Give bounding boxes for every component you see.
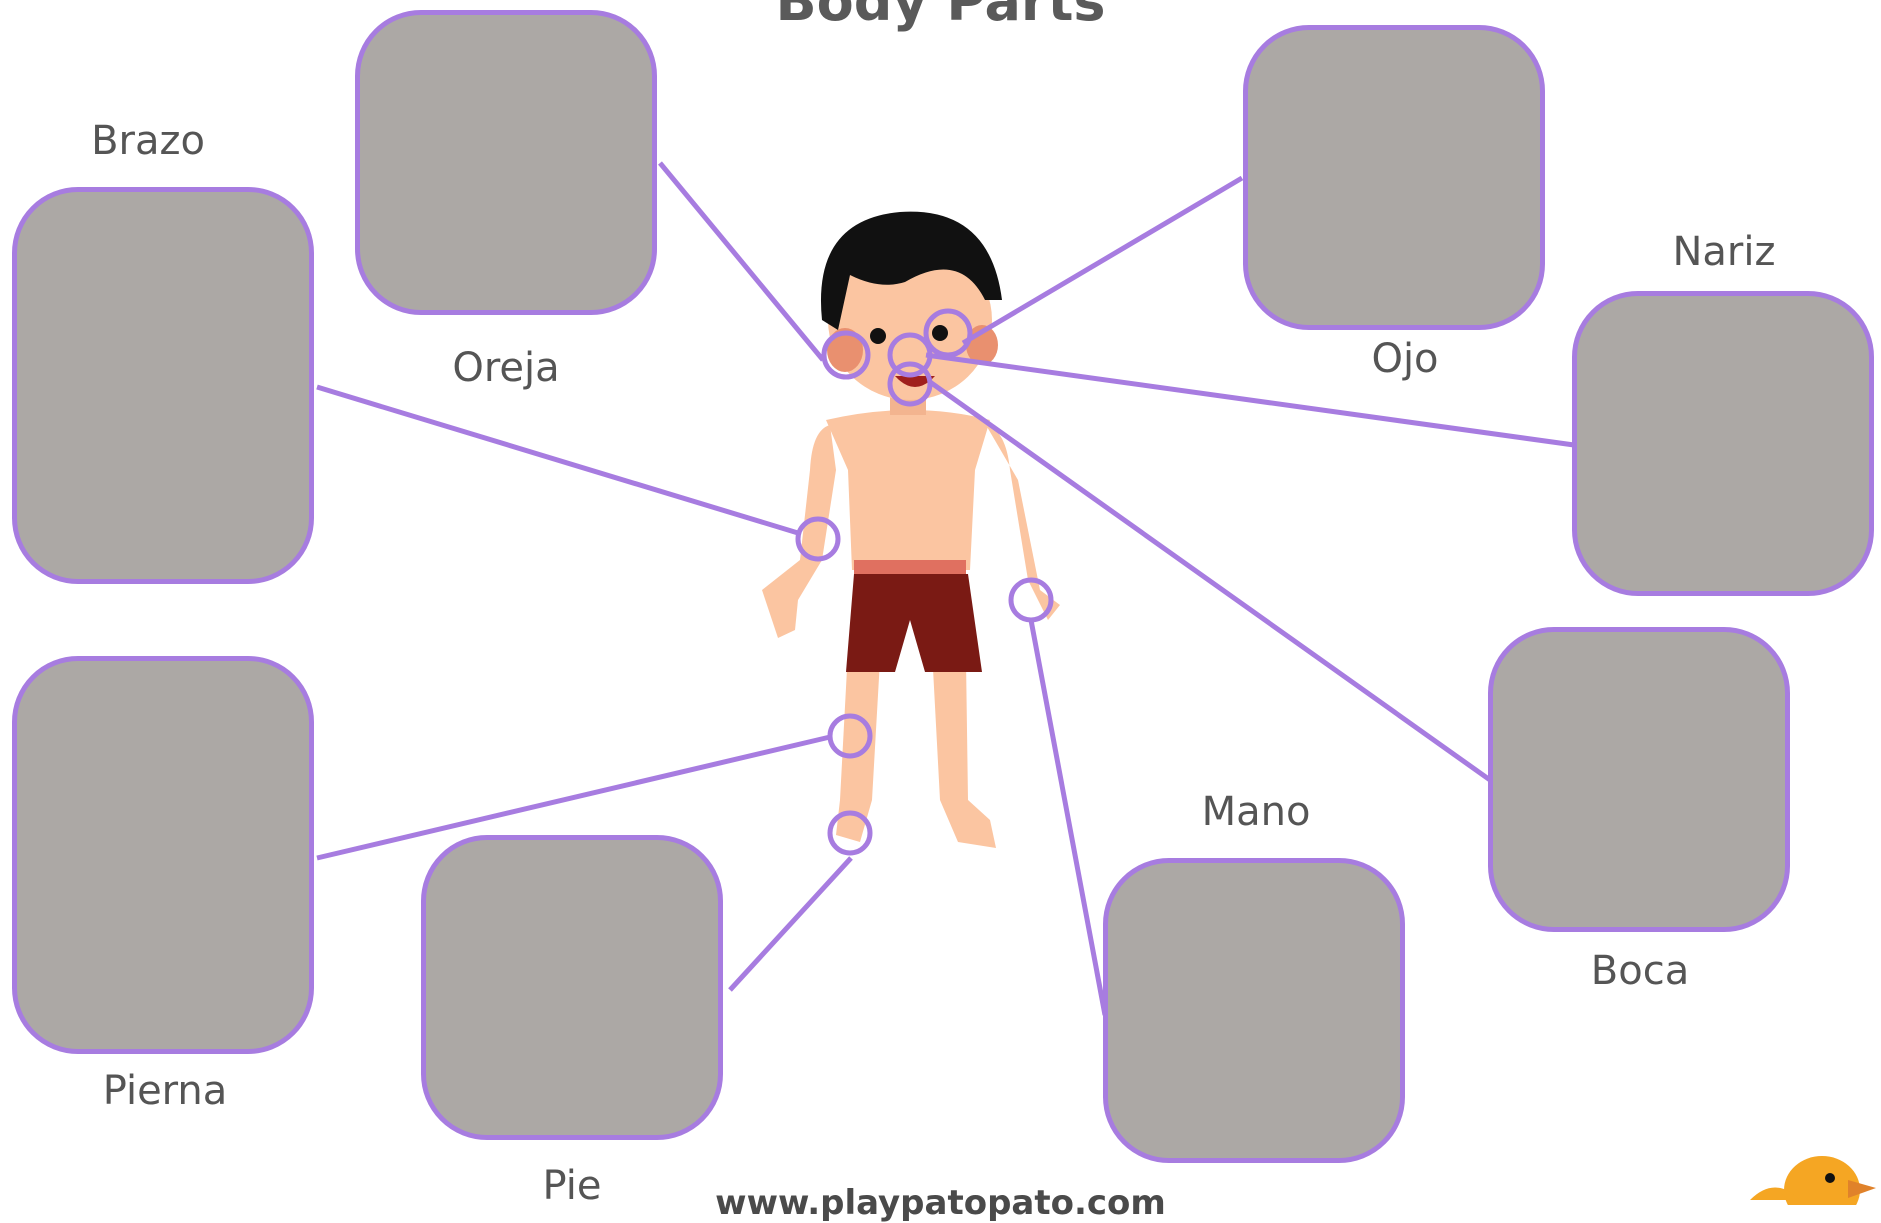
card-oreja[interactable]: [355, 10, 657, 315]
label-ojo: Ojo: [1371, 336, 1438, 382]
connector-brazo: [317, 387, 798, 533]
label-nariz: Nariz: [1673, 229, 1776, 275]
card-ojo[interactable]: [1243, 25, 1545, 330]
label-boca: Boca: [1591, 948, 1689, 994]
card-mano[interactable]: [1103, 858, 1405, 1163]
label-oreja: Oreja: [452, 345, 559, 391]
connector-pie: [730, 858, 851, 990]
card-boca[interactable]: [1488, 627, 1790, 932]
card-nariz[interactable]: [1572, 291, 1874, 596]
label-pierna: Pierna: [103, 1068, 228, 1114]
connector-oreja: [660, 163, 823, 360]
boy-figure: [762, 212, 1060, 848]
card-brazo[interactable]: [12, 187, 314, 584]
connector-ojo: [963, 178, 1242, 343]
connector-mano: [1031, 620, 1105, 1015]
connector-nariz: [926, 355, 1574, 445]
connector-boca: [930, 382, 1490, 780]
card-pie[interactable]: [421, 835, 723, 1140]
label-mano: Mano: [1202, 789, 1311, 835]
label-brazo: Brazo: [91, 118, 205, 164]
card-pierna[interactable]: [12, 656, 314, 1054]
footer-url[interactable]: www.playpatopato.com: [0, 1183, 1881, 1223]
